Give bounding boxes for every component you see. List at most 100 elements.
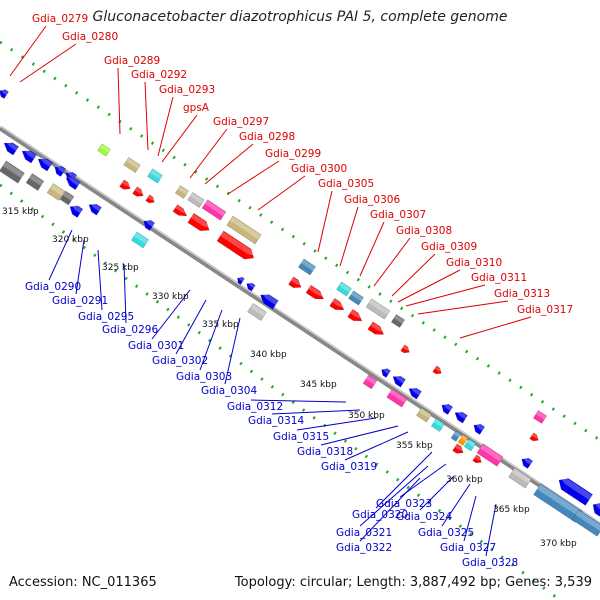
reverse-gene-label: Gdia_0320 bbox=[352, 509, 408, 521]
forward-gene-10 bbox=[172, 204, 188, 217]
forward-connector bbox=[117, 67, 121, 135]
reverse-gene-28 bbox=[558, 477, 594, 506]
reverse-gene-23 bbox=[386, 388, 408, 408]
reverse-connector bbox=[250, 399, 347, 403]
reverse-gene-16 bbox=[246, 282, 256, 292]
reverse-gene-1 bbox=[3, 141, 20, 156]
reverse-connector bbox=[359, 465, 429, 527]
forward-gene-21 bbox=[347, 308, 363, 322]
reverse-connector bbox=[359, 477, 421, 542]
reverse-connector bbox=[199, 309, 223, 371]
forward-connector bbox=[227, 160, 280, 195]
forward-gene-label: Gdia_0307 bbox=[370, 209, 426, 221]
reverse-gene-9 bbox=[59, 190, 75, 206]
forward-gene-label: Gdia_0310 bbox=[446, 257, 502, 269]
reverse-connector bbox=[123, 263, 127, 324]
reverse-gene-label: Gdia_0318 bbox=[297, 446, 353, 458]
reverse-gene-29 bbox=[592, 502, 600, 517]
reverse-connector bbox=[375, 451, 433, 509]
forward-gene-15 bbox=[348, 290, 364, 306]
reverse-gene-label: Gdia_0315 bbox=[273, 431, 329, 443]
forward-gene-25 bbox=[416, 407, 432, 423]
forward-gene-29 bbox=[463, 438, 477, 452]
reverse-connector bbox=[441, 483, 471, 527]
reverse-gene-18 bbox=[247, 302, 267, 322]
reverse-gene-label: Gdia_0290 bbox=[25, 281, 81, 293]
forward-connector bbox=[397, 269, 461, 303]
forward-connector bbox=[373, 237, 411, 287]
reverse-gene-27 bbox=[521, 457, 534, 469]
reverse-connector bbox=[419, 475, 455, 511]
reverse-gene-label: Gdia_0328 bbox=[462, 557, 518, 569]
forward-gene-label: Gdia_0308 bbox=[396, 225, 452, 237]
reverse-gene-label: Gdia_0302 bbox=[152, 355, 208, 367]
forward-gene-11 bbox=[187, 212, 211, 232]
forward-connector bbox=[459, 316, 532, 339]
genome-backbone-highlight bbox=[0, 125, 600, 524]
forward-gene-0 bbox=[97, 143, 111, 157]
reverse-gene-label: Gdia_0295 bbox=[78, 311, 134, 323]
forward-gene-label: Gdia_0300 bbox=[291, 163, 347, 175]
reverse-gene-label: Gdia_0312 bbox=[227, 401, 283, 413]
gene-labels: Gdia_0279Gdia_0280Gdia_0289Gdia_0292Gdia… bbox=[25, 13, 573, 569]
kbp-label: 355 kbp bbox=[396, 441, 433, 451]
reverse-connector bbox=[399, 463, 447, 498]
forward-connector bbox=[417, 300, 509, 315]
reverse-connector bbox=[485, 503, 497, 557]
forward-gene-label: gpsA bbox=[183, 102, 210, 114]
reverse-gene-8 bbox=[46, 183, 66, 201]
accession-label: Accession: NC_011365 bbox=[9, 575, 157, 590]
forward-gene-37 bbox=[571, 509, 600, 537]
forward-gene-label: Gdia_0289 bbox=[104, 55, 160, 67]
forward-gene-label: Gdia_0299 bbox=[265, 148, 321, 160]
reverse-connector bbox=[224, 317, 241, 385]
forward-connector bbox=[204, 143, 254, 185]
reverse-gene-21 bbox=[392, 375, 406, 388]
reverse-gene-26 bbox=[473, 423, 486, 435]
forward-gene-label: Gdia_0280 bbox=[62, 31, 118, 43]
forward-gene-17 bbox=[390, 314, 406, 328]
forward-gene-33 bbox=[532, 410, 548, 424]
reverse-gene-label: Gdia_0323 bbox=[376, 498, 432, 510]
reverse-connector bbox=[271, 409, 361, 415]
reverse-gene-label: Gdia_0327 bbox=[440, 542, 496, 554]
label-connectors bbox=[9, 25, 532, 557]
reverse-gene-4 bbox=[54, 165, 67, 177]
forward-gene-22 bbox=[367, 321, 385, 335]
reverse-gene-12 bbox=[88, 203, 102, 216]
reverse-gene-19 bbox=[362, 374, 378, 390]
forward-gene-1 bbox=[123, 156, 141, 174]
forward-gene-16 bbox=[365, 298, 391, 320]
map-title: Gluconacetobacter diazotrophicus PAI 5, … bbox=[92, 9, 508, 25]
forward-connector bbox=[9, 25, 47, 77]
reverse-gene-11 bbox=[69, 204, 84, 218]
forward-connector bbox=[359, 221, 385, 277]
reverse-gene-label: Gdia_0322 bbox=[336, 542, 392, 554]
forward-gene-18 bbox=[288, 276, 303, 289]
forward-connector bbox=[19, 43, 77, 83]
reverse-gene-15 bbox=[237, 276, 245, 285]
reverse-gene-24 bbox=[441, 403, 454, 415]
reverse-gene-label: Gdia_0303 bbox=[176, 371, 232, 383]
kbp-label: 360 kbp bbox=[446, 475, 483, 485]
forward-gene-3 bbox=[119, 179, 132, 190]
reverse-connector bbox=[48, 229, 73, 281]
forward-connector bbox=[189, 128, 228, 179]
kbp-label: 340 kbp bbox=[250, 350, 287, 360]
forward-gene-12 bbox=[216, 230, 256, 260]
kbp-label: 330 kbp bbox=[152, 292, 189, 302]
forward-gene-label: Gdia_0293 bbox=[159, 84, 215, 96]
kbp-label: 320 kbp bbox=[52, 235, 89, 245]
forward-gene-26 bbox=[430, 418, 446, 432]
forward-gene-27 bbox=[450, 430, 462, 442]
forward-gene-label: Gdia_0313 bbox=[494, 288, 550, 300]
reverse-gene-2 bbox=[21, 149, 38, 164]
forward-gene-35 bbox=[508, 467, 532, 489]
reverse-gene-25 bbox=[454, 411, 468, 424]
reverse-gene-label: Gdia_0325 bbox=[418, 527, 474, 539]
forward-connector bbox=[317, 190, 333, 253]
forward-gene-label: Gdia_0305 bbox=[318, 178, 374, 190]
reverse-gene-22 bbox=[408, 387, 422, 400]
